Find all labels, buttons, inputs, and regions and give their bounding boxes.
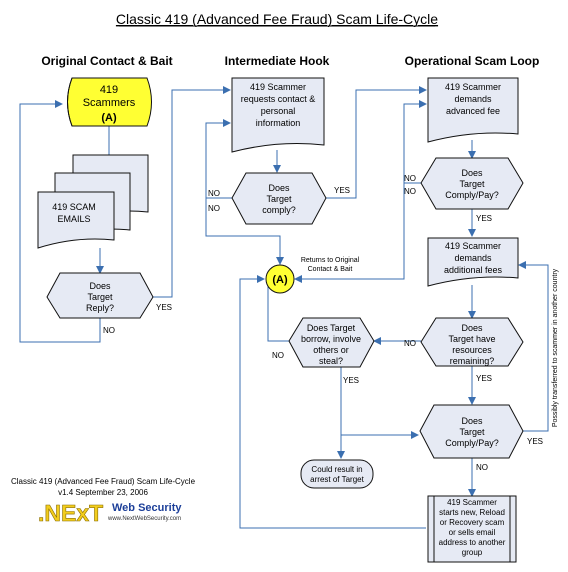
additional-line-1: 419 Scammer [445, 241, 501, 251]
starts-line-5: address to another [439, 538, 506, 547]
reply-line-3: Reply? [86, 303, 114, 313]
node-419-scammers: 419 Scammers (A) [67, 77, 152, 127]
resources-line-1: Does [461, 323, 483, 333]
borrow-line-4: steal? [319, 356, 343, 366]
node-resources-remaining: Does Target have resources remaining? [420, 317, 524, 367]
scammers-line-2: Scammers [83, 97, 136, 109]
returns-note-line-1: Returns to Original [301, 257, 360, 264]
node-does-target-comply: Does Target comply? [231, 172, 327, 225]
node-demands-advanced-fee: 419 Scammer demands advanced fee [427, 77, 519, 143]
reply-line-1: Does [89, 281, 111, 291]
pay1-line-3: Comply/Pay? [445, 190, 499, 200]
starts-line-3: or Recovery scam [440, 518, 505, 527]
returns-note-line-2: Contact & Bait [308, 266, 353, 273]
label-borrow-no: NO [272, 351, 284, 360]
label-resources-no: NO [404, 339, 416, 348]
reply-line-2: Target [87, 292, 113, 302]
logo-url: www.NextWebSecurity.com [107, 516, 181, 522]
pay2-line-3: Comply/Pay? [445, 438, 499, 448]
additional-line-3: additional fees [444, 265, 503, 275]
logo-web-security: Web Security [112, 502, 182, 514]
node-arrest: Could result in arrest of Target [300, 459, 374, 489]
footer-title: Classic 419 (Advanced Fee Fraud) Scam Li… [11, 477, 196, 486]
advanced-line-1: 419 Scammer [445, 82, 501, 92]
comply-line-1: Does [268, 183, 290, 193]
resources-line-2: Target have [448, 334, 495, 344]
branch-labels: NO YES NO NO YES NO NO YES NO NO YES YES… [103, 174, 543, 472]
pay1-line-1: Does [461, 168, 483, 178]
footer-version: v1.4 September 23, 2006 [58, 488, 148, 497]
label-borrow-yes: YES [343, 376, 359, 385]
label-resources-yes: YES [476, 374, 492, 383]
label-reply-no: NO [103, 326, 115, 335]
label-pay2-no: NO [476, 463, 488, 472]
starts-line-4: or sells email [449, 528, 496, 537]
pay1-line-2: Target [459, 179, 485, 189]
requests-line-1: 419 Scammer [250, 82, 306, 92]
label-pay1-no-2: NO [404, 187, 416, 196]
starts-line-6: group [462, 548, 483, 557]
advanced-line-2: demands [454, 94, 492, 104]
label-reply-yes: YES [156, 303, 172, 312]
emails-line-1: 419 SCAM [52, 202, 96, 212]
label-pay2-yes: YES [527, 437, 543, 446]
pay2-line-2: Target [459, 427, 485, 437]
page-title: Classic 419 (Advanced Fee Fraud) Scam Li… [116, 11, 438, 27]
column-header-original-contact: Original Contact & Bait [41, 54, 172, 68]
additional-line-2: demands [454, 253, 492, 263]
comply-line-3: comply? [262, 205, 296, 215]
arrest-line-1: Could result in [311, 465, 362, 474]
borrow-line-2: borrow, involve [301, 334, 361, 344]
label-pay1-yes: YES [476, 214, 492, 223]
emails-line-2: EMAILS [57, 214, 90, 224]
starts-line-2: starts new, Reload [439, 508, 505, 517]
label-comply-no-2: NO [208, 204, 220, 213]
node-requests-contact: 419 Scammer requests contact & personal … [231, 77, 325, 153]
node-demands-additional-fees: 419 Scammer demands additional fees [427, 237, 519, 287]
connector-a-label: (A) [272, 274, 288, 286]
requests-line-3: personal [261, 106, 296, 116]
side-note-transfer: Possibly transferred to scammer in anoth… [552, 268, 559, 427]
borrow-line-3: others or [313, 345, 349, 355]
flow-lines [19, 86, 549, 529]
borrow-line-1: Does Target [307, 323, 356, 333]
connector-a: (A) [265, 264, 295, 294]
node-starts-new: 419 Scammer starts new, Reload or Recove… [427, 495, 517, 563]
resources-line-4: remaining? [450, 356, 495, 366]
arrest-line-2: arrest of Target [310, 475, 364, 484]
node-comply-pay-1: Does Target Comply/Pay? [420, 157, 524, 210]
resources-line-3: resources [452, 345, 492, 355]
logo-next: .NExT [38, 500, 103, 526]
starts-line-1: 419 Scammer [447, 498, 497, 507]
scammers-line-3: (A) [101, 112, 117, 124]
column-header-operational-loop: Operational Scam Loop [405, 54, 540, 68]
node-does-target-reply: Does Target Reply? [46, 272, 154, 319]
label-comply-yes: YES [334, 186, 350, 195]
advanced-line-3: advanced fee [446, 106, 500, 116]
scammers-line-1: 419 [100, 84, 118, 96]
requests-line-2: requests contact & [241, 94, 316, 104]
pay2-line-1: Does [461, 416, 483, 426]
comply-line-2: Target [266, 194, 292, 204]
label-comply-no-1: NO [208, 189, 220, 198]
requests-line-4: information [256, 118, 301, 128]
label-pay1-no-1: NO [404, 174, 416, 183]
nextwebsecurity-logo: .NExT Web Security www.NextWebSecurity.c… [38, 500, 183, 527]
node-comply-pay-2: Does Target Comply/Pay? [419, 404, 524, 459]
column-header-intermediate-hook: Intermediate Hook [225, 54, 330, 68]
node-borrow-steal: Does Target borrow, involve others or st… [288, 317, 375, 368]
node-scam-emails: 419 SCAM EMAILS [37, 154, 149, 249]
